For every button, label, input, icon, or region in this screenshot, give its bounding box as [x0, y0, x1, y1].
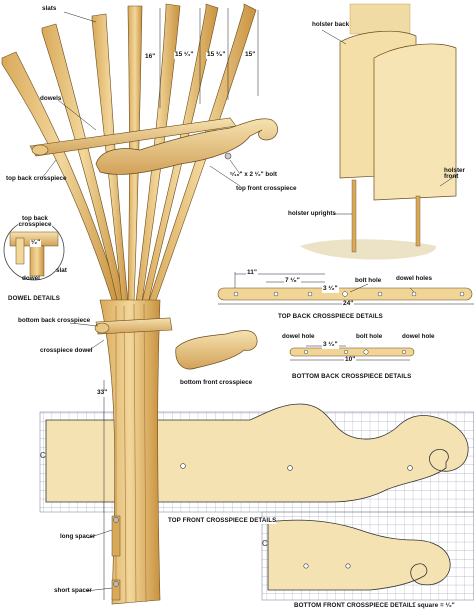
label-short-spacer: short spacer [54, 587, 92, 594]
bottom-front-crosspiece-pattern [261, 511, 474, 601]
top-front-crosspiece-part [95, 118, 279, 175]
label-top-front-crosspiece: top front crosspiece [236, 185, 297, 192]
label-top-back-crosspiece: top back crosspiece [6, 175, 67, 182]
scale-note: 1 square = ¹⁄₂" [412, 602, 455, 610]
centerline-marker-top: C [40, 451, 46, 460]
label-holster-front: holster front [444, 167, 465, 181]
title-bottom-back-details: BOTTOM BACK CROSSPIECE DETAILS [292, 373, 412, 380]
slat-dimension-lines [103, 8, 259, 600]
label-dowels: dowels [40, 95, 62, 102]
label-bottom-back-crosspiece: bottom back crosspiece [18, 317, 91, 324]
centerline-marker-bottom: C [262, 539, 268, 548]
dim-3-1-2-b: 3 ¹⁄₂" [322, 341, 339, 349]
dim-11: 11" [246, 269, 258, 277]
leader-lines [41, 11, 459, 592]
label-bolt-hole-2: bolt hole [356, 333, 383, 340]
label-slat: slat [56, 267, 67, 274]
top-back-crosspiece-part [29, 117, 237, 157]
label-holster-uprights: holster uprights [288, 210, 336, 217]
bottom-front-crosspiece-part [175, 330, 258, 370]
label-crosspiece-dowel: crosspiece dowel [40, 347, 93, 354]
label-bolt-hole: bolt hole [355, 277, 382, 284]
label-dowel-holes: dowel holes [396, 275, 433, 282]
dowel-detail-inset [3, 219, 65, 281]
dim-15-1-4: 15 ¹⁄₄" [174, 51, 195, 59]
holster-assembly [300, 3, 457, 260]
top-front-crosspiece-pattern [39, 403, 474, 513]
bottom-back-crosspiece-drawing [289, 345, 415, 361]
dim-16: 16" [144, 53, 157, 61]
dim-3-1-2-a: 3 ¹⁄₂" [322, 285, 339, 293]
label-bottom-front-crosspiece: bottom front crosspiece [180, 379, 253, 386]
title-dowel-details: DOWEL DETAILS [8, 295, 60, 302]
label-dowel-hole-right: dowel hole [402, 333, 435, 340]
title-top-front-details: TOP FRONT CROSSPIECE DETAILS [168, 517, 277, 525]
bottom-back-crosspiece-part [94, 317, 173, 335]
title-bottom-front-details: BOTTOM FRONT CROSSPIECE DETAILS [294, 602, 417, 610]
dim-24: 24" [342, 300, 355, 308]
label-long-spacer: long spacer [60, 533, 96, 540]
label-bolt: ⁵⁄₁₆" x 2 ¹⁄₂" bolt [230, 171, 277, 178]
label-holster-back: holster back [312, 21, 350, 28]
dim-33: 33" [96, 389, 109, 397]
dim-dowel-half: ¹⁄₂" [30, 239, 42, 247]
dim-15-3-8: 15 ³⁄₈" [206, 51, 227, 59]
label-dowel-inset-top-back: top back crosspiece [18, 215, 52, 229]
label-slats: slats [42, 5, 57, 12]
label-dowel-hole-left: dowel hole [282, 333, 315, 340]
dim-7-1-8: 7 ¹⁄₈" [284, 277, 301, 285]
title-top-back-details: TOP BACK CROSSPIECE DETAILS [278, 313, 383, 320]
spacers [111, 515, 121, 601]
slats-group [1, 3, 257, 605]
dim-10: 10" [344, 356, 357, 364]
dim-15: 15" [244, 51, 257, 59]
label-dowel: dowel [22, 275, 40, 282]
